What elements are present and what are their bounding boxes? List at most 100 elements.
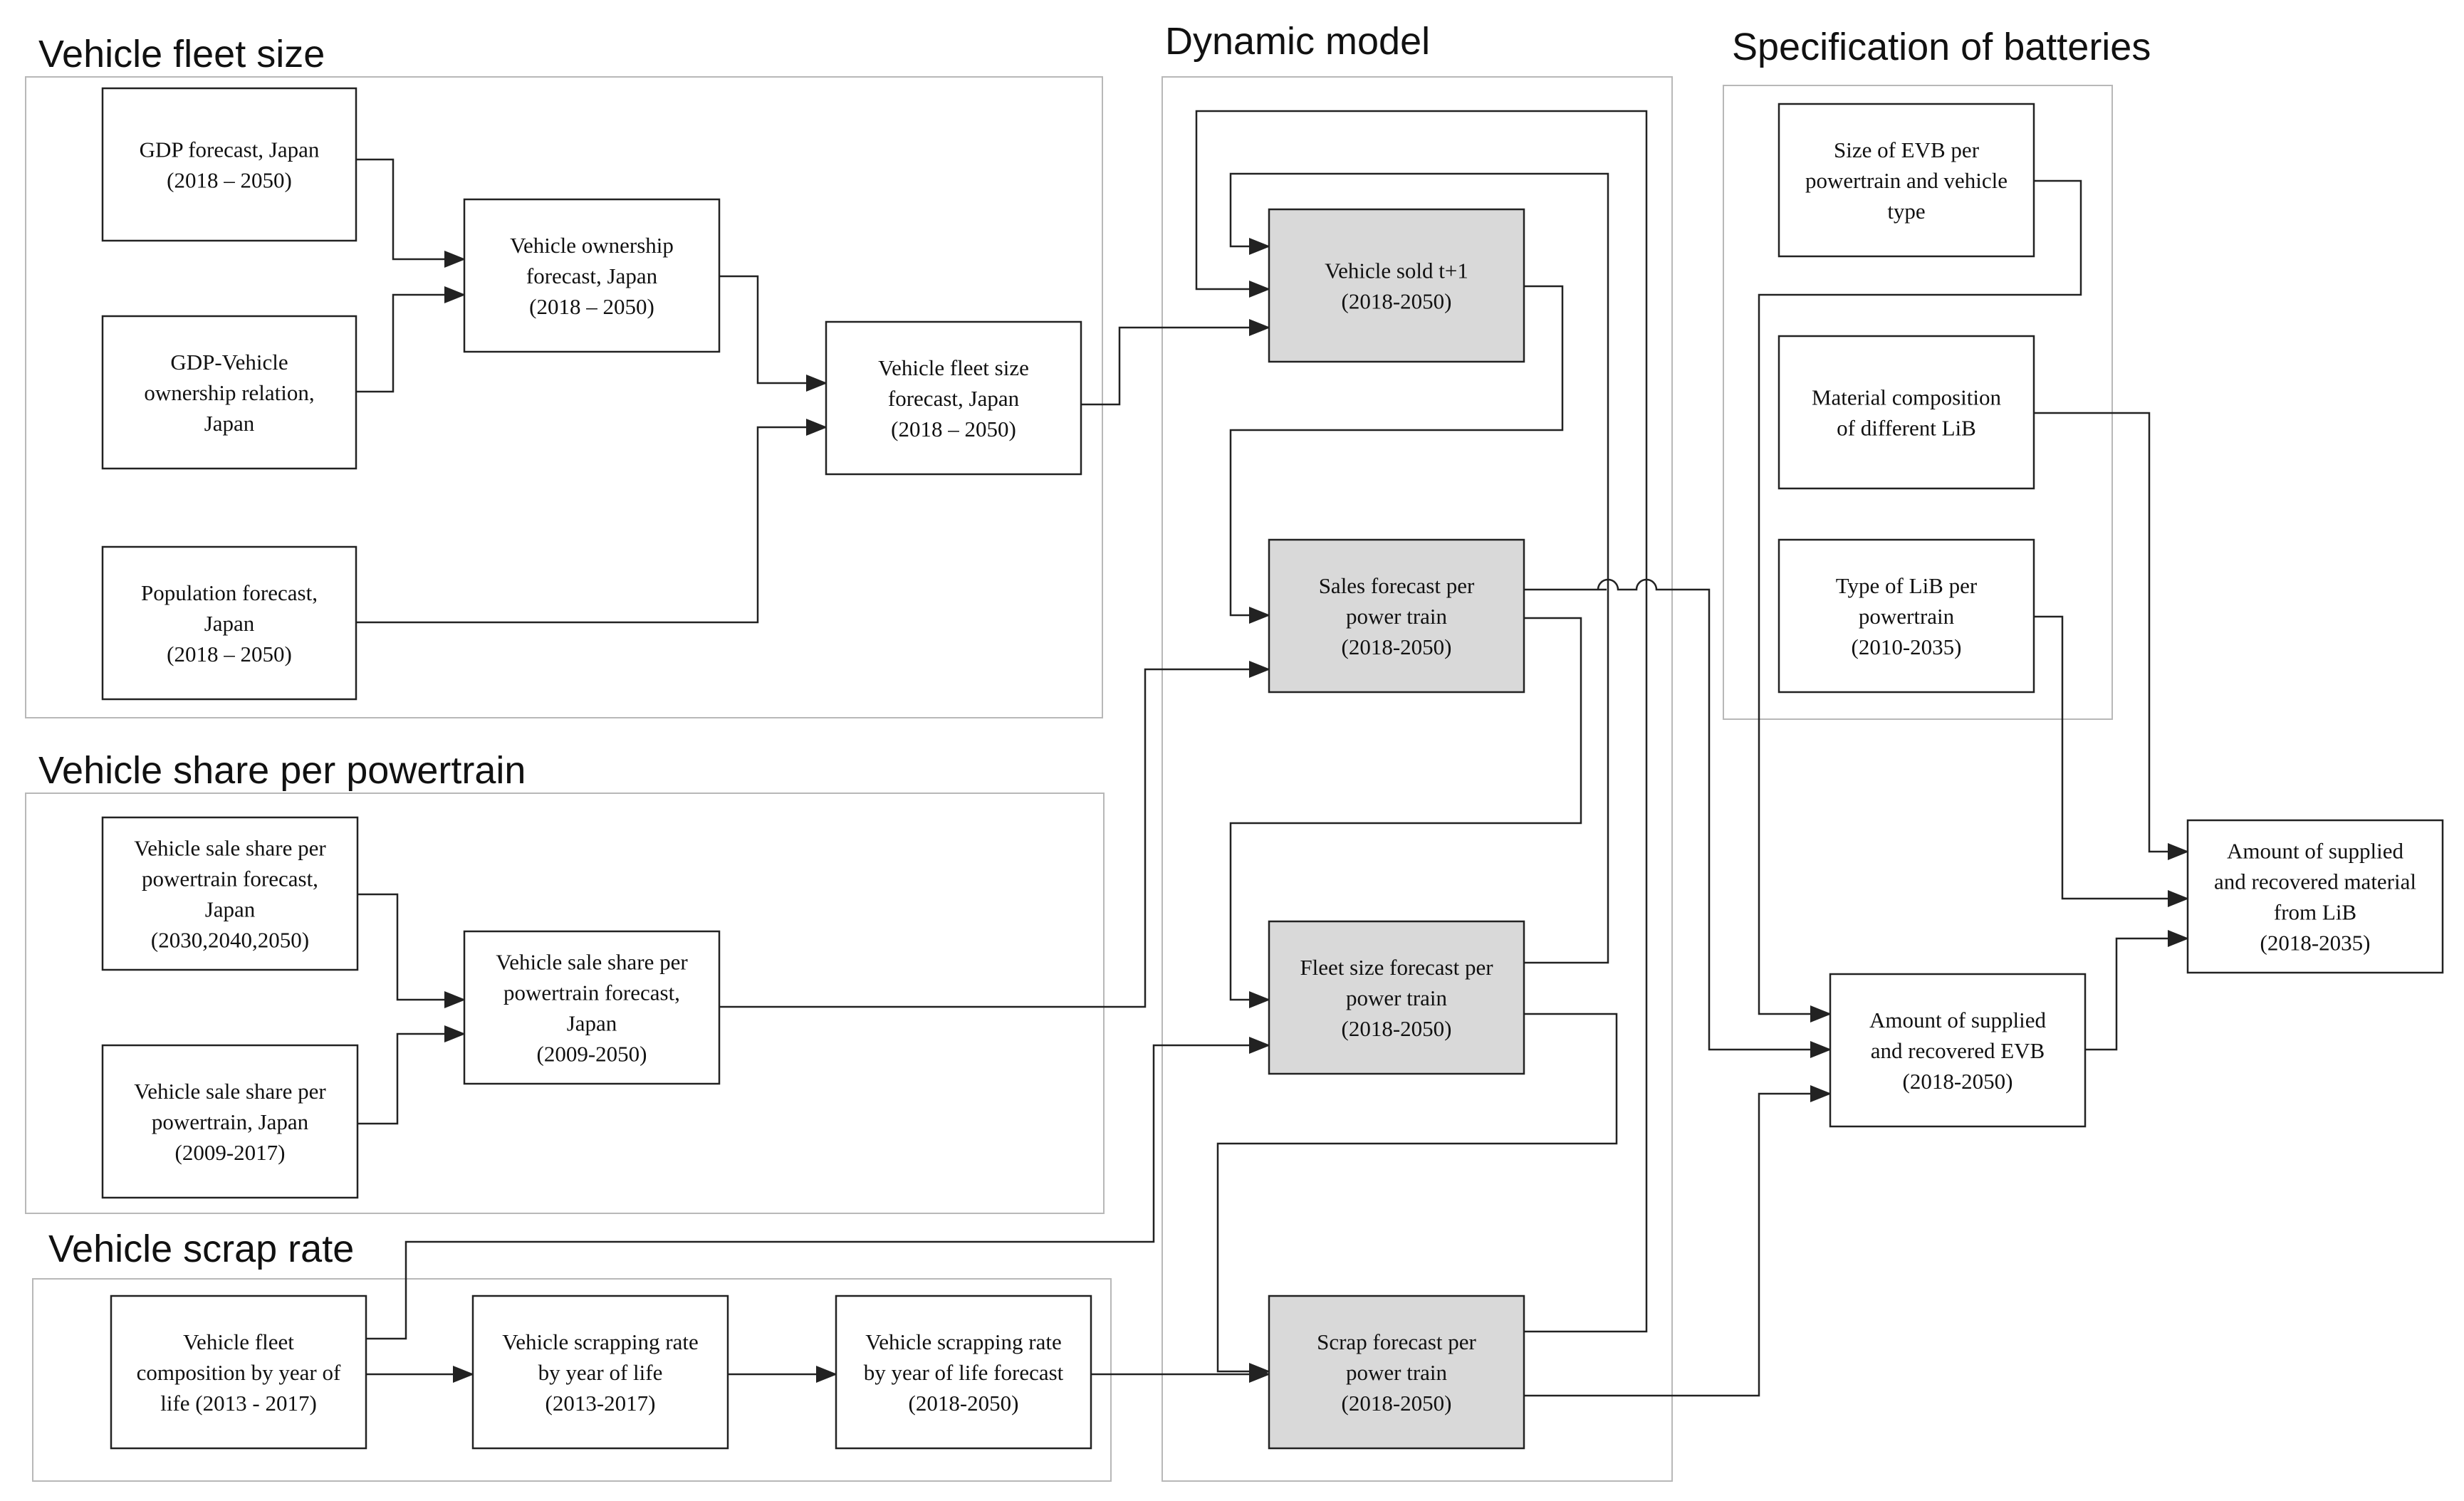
arrow-scrap-pt-to-sold bbox=[1195, 110, 1648, 1333]
arrow-fleet-pt-to-sold bbox=[1229, 172, 1609, 964]
box-label-line: Amount of supplied bbox=[2227, 839, 2403, 864]
arrow-pop-to-fleet-fc bbox=[356, 419, 828, 624]
box-frame bbox=[471, 1295, 729, 1450]
box-label-line: Japan bbox=[204, 611, 255, 636]
box-frame bbox=[463, 930, 721, 1085]
group-title-dynamic: Dynamic model bbox=[1165, 20, 1430, 63]
box-frame bbox=[1829, 973, 2087, 1128]
box-frame bbox=[1268, 208, 1525, 363]
group-frame-fleet bbox=[25, 76, 1103, 718]
box-label-line: Scrap forecast per bbox=[1317, 1329, 1476, 1354]
box-label-line: forecast, Japan bbox=[888, 386, 1020, 411]
arrow-sales-pt-to-fleet-pt bbox=[1229, 617, 1582, 1008]
arrow-evb-amount-to-mat-amount bbox=[2085, 930, 2189, 1051]
box-frame bbox=[101, 87, 357, 242]
box-label-line: (2010-2035) bbox=[1852, 634, 1962, 659]
arrow-sold-to-sales-pt bbox=[1229, 285, 1564, 624]
box-label-line: Vehicle scrapping rate bbox=[865, 1329, 1061, 1354]
arrow-gdp-to-own bbox=[356, 158, 466, 268]
box-label-line: GDP forecast, Japan bbox=[140, 137, 320, 162]
box-frame bbox=[101, 816, 359, 971]
box-frame bbox=[101, 545, 357, 701]
box-frame bbox=[1777, 103, 2035, 258]
box-frame bbox=[1777, 538, 2035, 694]
box-label-line: and recovered material bbox=[2214, 869, 2416, 894]
box-mat-comp: Material composition of different LiB bbox=[1777, 335, 2035, 490]
group-title-share: Vehicle share per powertrain bbox=[38, 749, 526, 792]
box-label-line: (2018 – 2050) bbox=[167, 642, 292, 666]
box-label-line: power train bbox=[1346, 604, 1448, 629]
box-label-line: Vehicle ownership bbox=[510, 233, 674, 258]
arrow-mat-comp-to-mat-amount bbox=[2034, 412, 2189, 860]
box-evb-size: Size of EVB per powertrain and vehicle typ… bbox=[1777, 103, 2035, 258]
box-label-line: (2018-2035) bbox=[2260, 931, 2371, 956]
arrow-sale-share-fc-to-sale-share-all bbox=[357, 893, 466, 1008]
box-label-line: by year of life forecast bbox=[864, 1360, 1064, 1385]
box-label-line: powertrain, Japan bbox=[152, 1109, 309, 1134]
box-label-line: (2009-2017) bbox=[175, 1140, 286, 1165]
box-frame bbox=[463, 198, 721, 353]
box-label-line: powertrain bbox=[1859, 604, 1955, 629]
process-boxes: GDP forecast, Japan(2018 – 2050)GDP-Vehi… bbox=[101, 87, 2444, 1450]
box-label-line: life (2013 - 2017) bbox=[160, 1391, 317, 1416]
arrow-scrap-pt-to-evb-amount bbox=[1524, 1085, 1832, 1397]
box-frame bbox=[825, 320, 1082, 476]
box-frame bbox=[1268, 538, 1525, 694]
box-label-line: Type of LiB per bbox=[1836, 573, 1978, 598]
box-label-line: composition by year of bbox=[137, 1360, 341, 1385]
arrow-sale-share-all-to-sales-pt bbox=[719, 661, 1270, 1008]
box-frame bbox=[1777, 335, 2035, 490]
group-frame-scrap bbox=[32, 1278, 1112, 1482]
box-label-line: powertrain forecast, bbox=[142, 867, 318, 891]
box-label-line: Japan bbox=[204, 411, 255, 436]
box-label-line: ownership relation, bbox=[144, 380, 314, 405]
arrow-fleet-fc-to-sold bbox=[1081, 319, 1270, 406]
box-label-line: forecast, Japan bbox=[526, 263, 658, 288]
box-frame bbox=[835, 1295, 1092, 1450]
box-label-line: type bbox=[1887, 199, 1925, 224]
box-label-line: (2018 – 2050) bbox=[167, 168, 292, 193]
box-scrap-rate-fc: Vehicle scrapping rate by year of life fo… bbox=[835, 1295, 1092, 1450]
connector-lines bbox=[356, 110, 2189, 1397]
arrow-sale-share-hist-to-sale-share-all bbox=[357, 1025, 466, 1125]
box-label-line: (2030,2040,2050) bbox=[151, 928, 309, 953]
box-label-line: (2018-2050) bbox=[1342, 1016, 1452, 1041]
box-label-line: powertrain and vehicle bbox=[1805, 168, 2008, 193]
box-label-line: Vehicle sale share per bbox=[134, 1079, 326, 1104]
arrow-fleet-pt-to-scrap-pt bbox=[1216, 1013, 1618, 1380]
box-frame bbox=[101, 1044, 359, 1199]
box-frame bbox=[1268, 920, 1525, 1075]
box-sold: Vehicle sold t+1(2018-2050) bbox=[1268, 208, 1525, 363]
arrow-lib-type-to-mat-amount bbox=[2034, 615, 2189, 907]
box-label-line: Japan bbox=[567, 1011, 617, 1036]
arrow-gdp-rel-to-own bbox=[356, 286, 466, 393]
group-frame-share bbox=[25, 793, 1105, 1214]
box-sale-share-hist: Vehicle sale share per powertrain, Japan (… bbox=[101, 1044, 359, 1199]
box-label-line: Vehicle fleet bbox=[183, 1329, 294, 1354]
arrow-sales-pt-to-evb-amount bbox=[1524, 578, 1832, 1058]
box-label-line: Size of EVB per bbox=[1834, 137, 1980, 162]
group-frame-battery bbox=[1723, 85, 2113, 720]
group-frame-dynamic bbox=[1161, 76, 1673, 1482]
box-label-line: of different LiB bbox=[1837, 416, 1976, 441]
box-label-line: (2018-2050) bbox=[1342, 1391, 1452, 1416]
box-label-line: powertrain forecast, bbox=[503, 980, 680, 1005]
box-label-line: Vehicle scrapping rate bbox=[502, 1329, 698, 1354]
box-label-line: Fleet size forecast per bbox=[1300, 955, 1493, 980]
box-mat-amount: Amount of supplied and recovered material… bbox=[2186, 819, 2444, 974]
box-fleet-comp: Vehicle fleet composition by year of life … bbox=[110, 1295, 367, 1450]
box-label-line: (2009-2050) bbox=[537, 1042, 647, 1067]
box-label-line: Material composition bbox=[1812, 385, 2002, 410]
group-title-battery: Specification of batteries bbox=[1732, 26, 2151, 68]
group-title-scrap: Vehicle scrap rate bbox=[48, 1228, 354, 1270]
box-lib-type: Type of LiB per powertrain (2010-2035) bbox=[1777, 538, 2035, 694]
arrow-own-to-fleet-fc bbox=[719, 275, 828, 392]
box-pop: Population forecast,Japan(2018 – 2050) bbox=[101, 545, 357, 701]
